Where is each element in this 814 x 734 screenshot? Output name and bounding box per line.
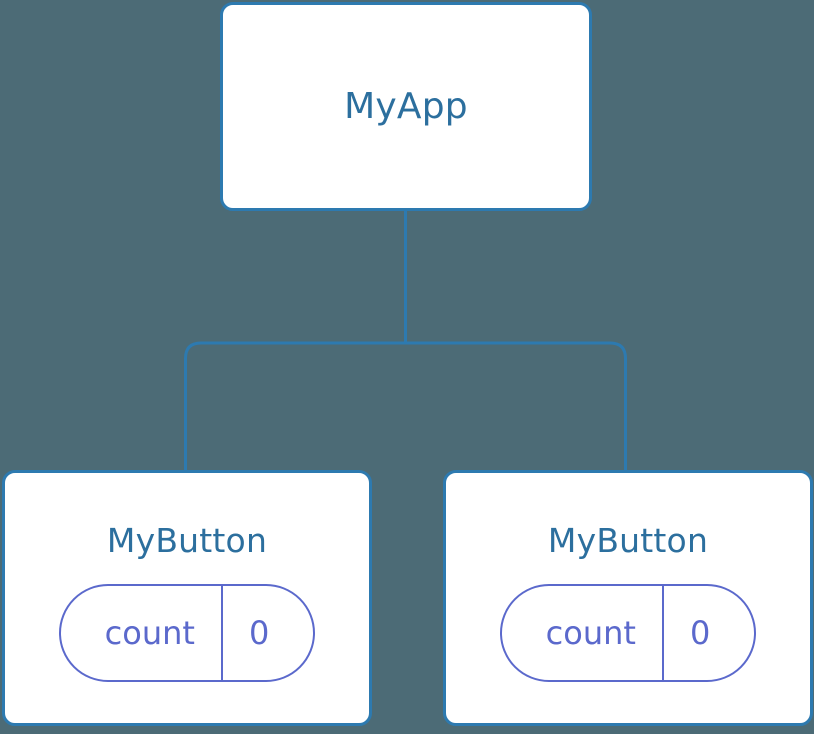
state-value-left: 0 [248, 614, 270, 652]
node-mybutton-left[interactable]: MyButton count 0 [2, 470, 372, 726]
state-value-right: 0 [689, 614, 711, 652]
node-mybutton-right[interactable]: MyButton count 0 [443, 470, 813, 726]
state-key-right: count [545, 614, 636, 652]
state-pill-right[interactable]: count 0 [499, 584, 757, 682]
node-myapp-label: MyApp [344, 85, 468, 127]
node-mybutton-right-label: MyButton [547, 521, 709, 560]
node-mybutton-left-label: MyButton [106, 521, 268, 560]
state-key-left: count [104, 614, 195, 652]
edge-root-to-child-left [184, 341, 406, 472]
state-pill-left[interactable]: count 0 [58, 584, 316, 682]
node-myapp[interactable]: MyApp [220, 2, 592, 211]
state-divider-left [220, 586, 223, 680]
edge-root-to-child-right [405, 341, 627, 472]
state-divider-right [661, 586, 664, 680]
